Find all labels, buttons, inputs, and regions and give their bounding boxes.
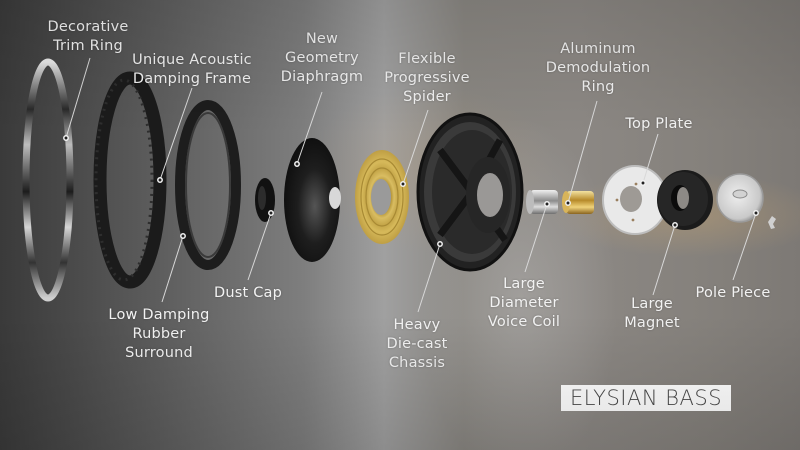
label-line: Demodulation: [545, 60, 651, 76]
chassis-part: [416, 112, 524, 272]
trim-ring-part: [22, 58, 74, 302]
label-line: Damping Frame: [132, 71, 252, 87]
label-top-plate: Top Plate: [625, 115, 692, 134]
label-pole-piece: Pole Piece: [696, 284, 771, 303]
label-line: Large: [631, 296, 673, 312]
label-line: Magnet: [624, 315, 680, 331]
label-line: Decorative: [47, 19, 129, 35]
label-line: Ring: [581, 79, 615, 95]
pole-piece-part: [716, 173, 776, 229]
spider-part: [355, 150, 409, 244]
label-line: Pole Piece: [695, 285, 771, 301]
label-dust-cap: Dust Cap: [214, 284, 282, 303]
label-voice-coil: Large Diameter Voice Coil: [488, 275, 560, 332]
magnet-part: [657, 170, 713, 230]
label-rubber-surround: Low Damping Rubber Surround: [108, 306, 209, 363]
label-demodulation-ring: Aluminum Demodulation Ring: [546, 40, 651, 97]
label-line: Trim Ring: [53, 38, 123, 54]
label-trim-ring: Decorative Trim Ring: [48, 18, 129, 56]
label-line: Dust Cap: [213, 285, 283, 301]
label-line: Chassis: [388, 355, 446, 371]
label-line: Surround: [125, 345, 193, 361]
rubber-surround-part: [175, 100, 241, 270]
label-spider: Flexible Progressive Spider: [384, 50, 470, 107]
label-line: Large: [503, 276, 545, 292]
voice-coil-part: [526, 190, 558, 214]
label-line: Low Damping: [108, 307, 210, 323]
label-line: Spider: [403, 89, 451, 105]
label-line: Progressive: [384, 70, 470, 86]
label-line: Flexible: [398, 51, 456, 67]
label-damping-frame: Unique Acoustic Damping Frame: [132, 51, 252, 89]
label-line: New: [305, 31, 339, 47]
diaphragm-part: [284, 138, 341, 262]
damping-frame-part: [93, 71, 167, 289]
leader-lines: [65, 57, 757, 313]
label-diaphragm: New Geometry Diaphragm: [281, 30, 363, 87]
callout-dots: [63, 135, 759, 247]
label-line: Diaphragm: [280, 69, 364, 85]
label-line: Aluminum: [560, 41, 636, 57]
label-line: Geometry: [285, 50, 359, 66]
label-line: Diameter: [489, 295, 559, 311]
label-line: Unique Acoustic: [132, 52, 252, 68]
label-chassis: Heavy Die-cast Chassis: [386, 316, 447, 373]
label-magnet: Large Magnet: [624, 295, 680, 333]
top-plate-part: [602, 165, 668, 235]
label-line: Top Plate: [625, 116, 693, 132]
brand-logo: ELYSIAN BASS: [561, 385, 731, 411]
label-line: Die-cast: [386, 336, 448, 352]
label-line: Voice Coil: [487, 314, 561, 330]
label-line: Heavy: [393, 317, 441, 333]
label-line: Rubber: [132, 326, 186, 342]
